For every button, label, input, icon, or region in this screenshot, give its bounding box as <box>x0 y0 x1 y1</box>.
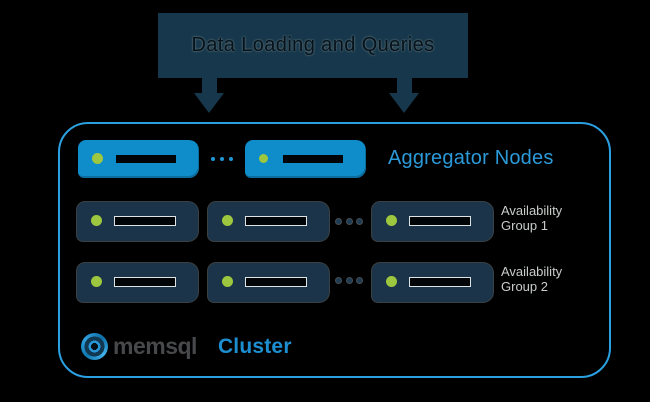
leaf-node <box>77 263 198 302</box>
availability-group-line2: Group 2 <box>501 279 548 294</box>
availability-group-1-label: Availability Group 1 <box>501 203 562 233</box>
aggregator-node <box>78 140 199 178</box>
ellipsis-dot <box>347 278 352 283</box>
arrow-head <box>389 93 419 113</box>
cluster-label: Cluster <box>217 334 292 358</box>
drive-slot <box>409 216 471 226</box>
power-led-icon <box>91 276 102 287</box>
leaf-node <box>372 202 493 241</box>
cluster-container: Aggregator Nodes Availability Group 1 <box>58 122 611 378</box>
arrow-down-icon <box>194 78 224 113</box>
drive-slot <box>245 277 307 287</box>
ellipsis-dot <box>229 157 233 161</box>
availability-group-line2: Group 1 <box>501 218 548 233</box>
drive-slot <box>114 216 176 226</box>
aggregator-nodes-label: Aggregator Nodes <box>388 147 554 169</box>
arrow-down-icon <box>389 78 419 113</box>
ellipsis-dot <box>336 278 341 283</box>
drive-slot <box>409 277 471 287</box>
ellipsis-dot <box>211 157 215 161</box>
arrow-shaft <box>396 78 412 93</box>
drive-slot <box>114 277 176 287</box>
data-loading-banner: Data Loading and Queries <box>158 13 468 78</box>
leaf-node <box>77 202 198 241</box>
power-led-icon <box>386 276 397 287</box>
drive-slot <box>283 155 343 163</box>
ellipsis-dot <box>347 219 352 224</box>
power-led-icon <box>91 215 102 226</box>
availability-group-line1: Availability <box>501 264 563 279</box>
availability-group-2-label: Availability Group 2 <box>501 264 562 294</box>
leaf-node <box>208 263 329 302</box>
power-led-icon <box>92 153 103 164</box>
arrow-head <box>194 93 224 113</box>
drive-slot <box>116 155 176 163</box>
power-led-icon <box>386 215 397 226</box>
memsql-swirl-icon <box>81 333 108 360</box>
memsql-wordmark: memsql <box>113 333 197 359</box>
leaf-node <box>372 263 493 302</box>
availability-group-line1: Availability <box>501 203 563 218</box>
branding-row: memsql Cluster <box>81 331 292 362</box>
ellipsis-dot <box>357 278 362 283</box>
power-led-icon <box>259 154 268 163</box>
ellipsis-dot <box>357 219 362 224</box>
banner-label: Data Loading and Queries <box>191 34 435 56</box>
drive-slot <box>245 216 307 226</box>
aggregator-node <box>245 140 366 178</box>
ellipsis-dot <box>220 157 224 161</box>
arrow-shaft <box>201 78 217 93</box>
leaf-node <box>208 202 329 241</box>
power-led-icon <box>222 276 233 287</box>
ellipsis-dot <box>336 219 341 224</box>
power-led-icon <box>222 215 233 226</box>
